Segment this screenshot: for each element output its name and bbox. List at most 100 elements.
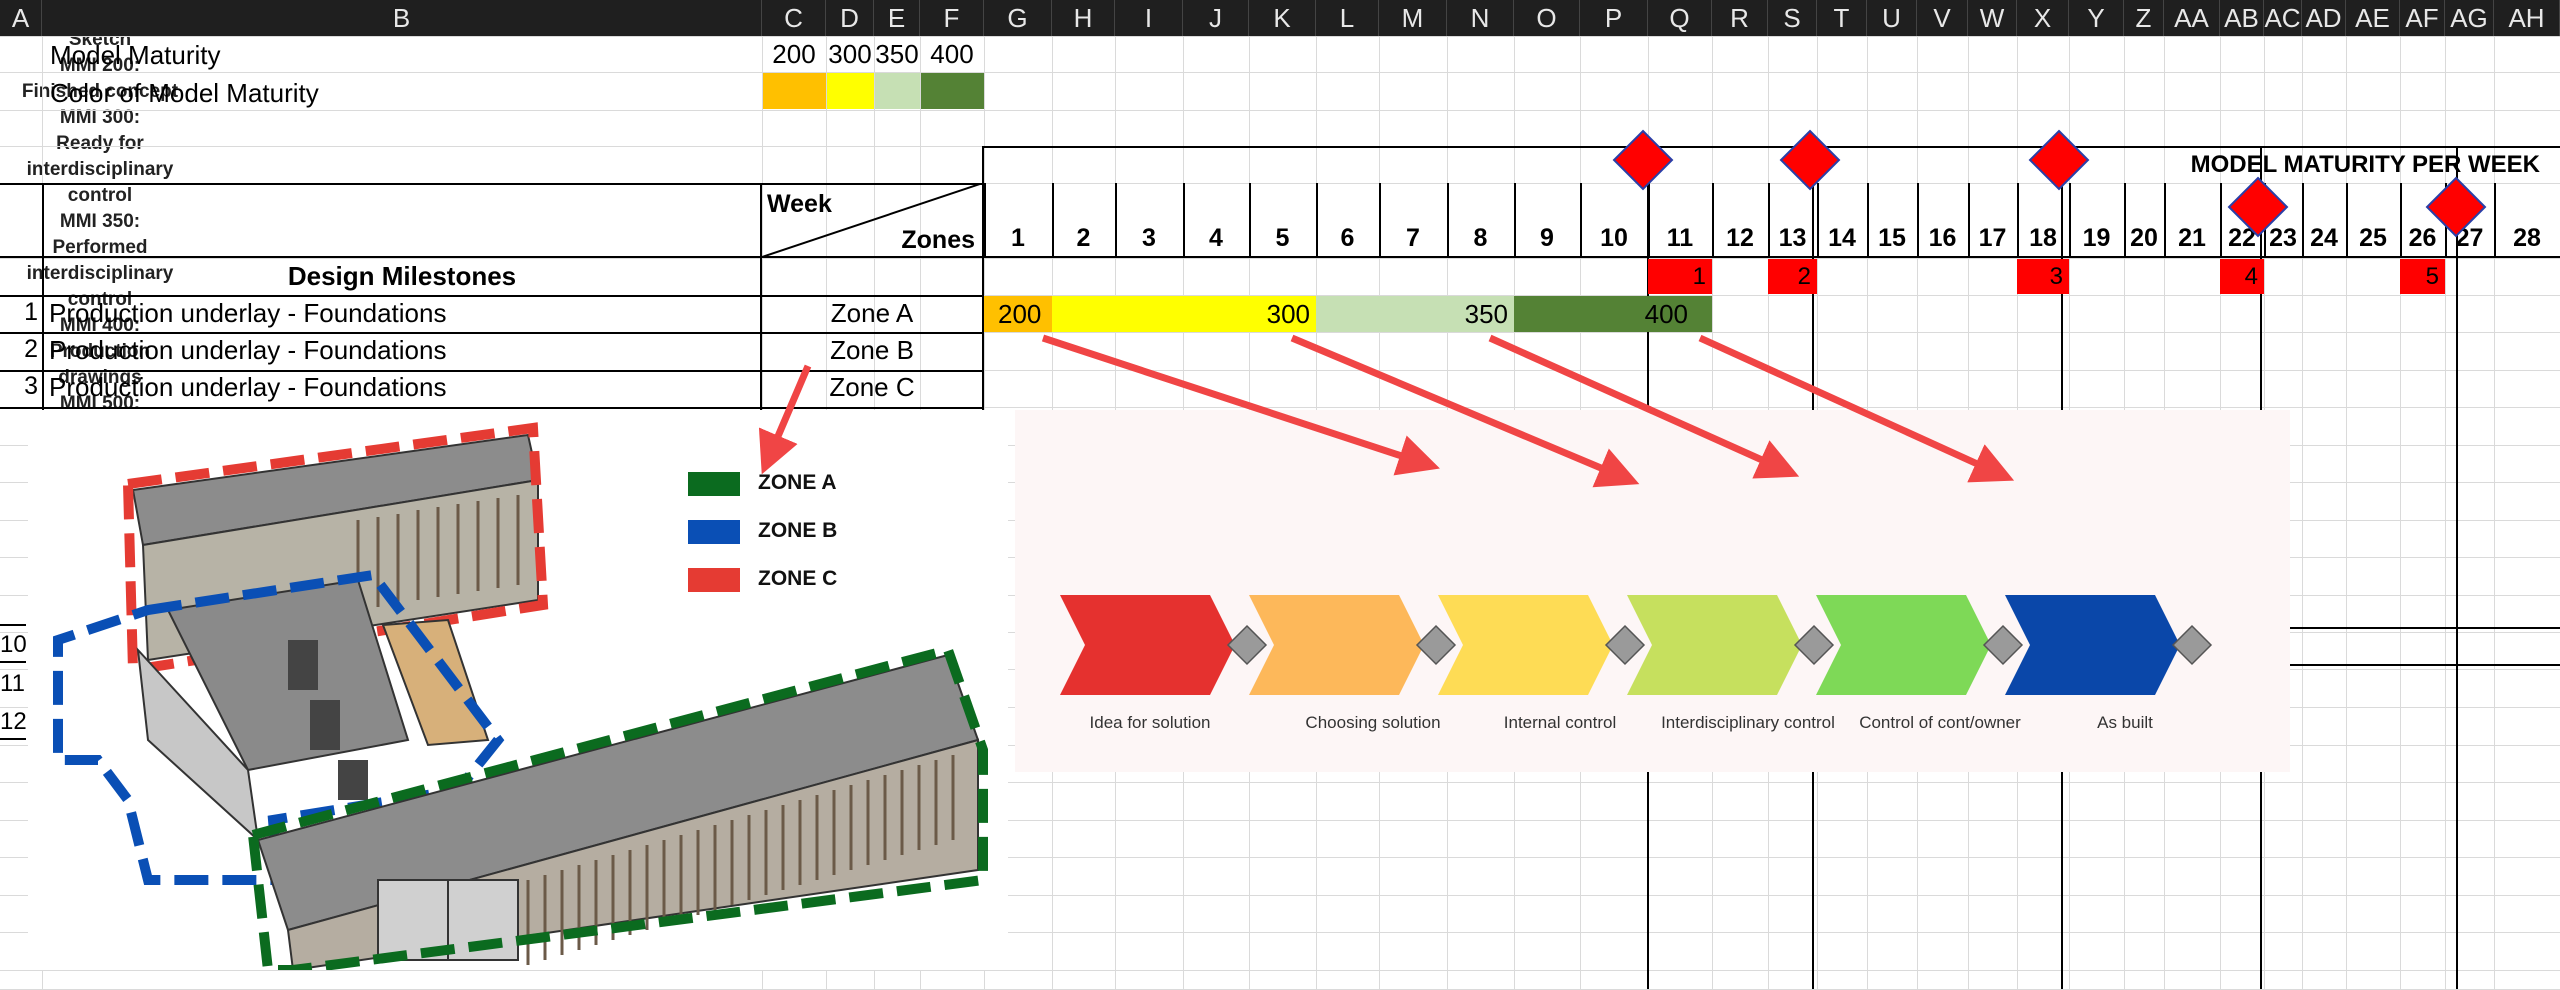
week-number[interactable]: 15 [1878, 224, 1906, 252]
column-header-ac[interactable]: AC [2264, 0, 2302, 36]
column-header-v[interactable]: V [1917, 0, 1968, 36]
week-number[interactable]: 2 [1076, 224, 1091, 252]
column-header-l[interactable]: L [1316, 0, 1379, 36]
maturity-color-swatch[interactable] [763, 73, 826, 109]
column-header-r[interactable]: R [1712, 0, 1768, 36]
column-header-n[interactable]: N [1447, 0, 1514, 36]
milestone-marker[interactable]: 1 [1648, 259, 1712, 294]
week-number[interactable]: 25 [2359, 224, 2387, 252]
column-header-y[interactable]: Y [2069, 0, 2124, 36]
column-header-i[interactable]: I [1115, 0, 1183, 36]
week-number[interactable]: 6 [1340, 224, 1355, 252]
column-header-p[interactable]: P [1580, 0, 1648, 36]
week-number[interactable]: 17 [1978, 224, 2007, 252]
mmi-process-chevrons [1060, 595, 2213, 695]
column-header-j[interactable]: J [1183, 0, 1249, 36]
column-header-o[interactable]: O [1514, 0, 1580, 36]
row-gridline [0, 782, 2560, 783]
column-header-ae[interactable]: AE [2346, 0, 2400, 36]
week-number[interactable]: 10 [1600, 224, 1628, 252]
maturity-color-swatch[interactable] [875, 73, 920, 109]
week-number[interactable]: 28 [2513, 224, 2541, 252]
milestone-diamond[interactable] [1611, 128, 1675, 192]
maturity-bar-segment[interactable]: 300 [1052, 296, 1316, 332]
maturity-value-cell[interactable]: 400 [930, 39, 974, 69]
week-column-border [2069, 183, 2071, 257]
maturity-value-cell[interactable]: 200 [772, 39, 816, 69]
week-number[interactable]: 11 [1666, 224, 1694, 252]
column-header-x[interactable]: X [2017, 0, 2069, 36]
week-number[interactable]: 12 [1726, 224, 1754, 252]
zone-name[interactable]: Zone C [829, 372, 915, 402]
legend-label: ZONE B [758, 519, 838, 542]
column-header-s[interactable]: S [1768, 0, 1817, 36]
column-header-m[interactable]: M [1379, 0, 1447, 36]
column-header-ah[interactable]: AH [2494, 0, 2560, 36]
week-number[interactable]: 9 [1540, 224, 1554, 252]
mmi-stage-title: MMI 200: [59, 55, 141, 76]
column-header-ab[interactable]: AB [2220, 0, 2264, 36]
milestone-marker[interactable]: 3 [2017, 259, 2069, 294]
column-header-aa[interactable]: AA [2164, 0, 2220, 36]
maturity-value-cell[interactable]: 350 [875, 39, 919, 69]
row-number: 10 [0, 633, 27, 658]
column-gridline [2302, 36, 2303, 989]
week-number[interactable]: 5 [1275, 224, 1290, 252]
maturity-color-swatch[interactable] [921, 73, 984, 109]
zone-name[interactable]: Zone A [830, 298, 914, 328]
week-number[interactable]: 16 [1928, 224, 1957, 252]
week-number[interactable]: 24 [2310, 224, 2338, 252]
milestone-marker[interactable]: 5 [2400, 259, 2445, 294]
column-header-g[interactable]: G [984, 0, 1052, 36]
column-header-ag[interactable]: AG [2445, 0, 2494, 36]
column-header-d[interactable]: D [826, 0, 874, 36]
column-header-u[interactable]: U [1867, 0, 1917, 36]
week-number[interactable]: 21 [2178, 224, 2206, 252]
week-number[interactable]: 8 [1473, 224, 1488, 252]
week-number[interactable]: 1 [1011, 224, 1025, 252]
maturity-bar-segment[interactable]: 200 [984, 296, 1052, 332]
week-number[interactable]: 14 [1828, 224, 1856, 252]
maturity-value-cell[interactable]: 300 [828, 39, 872, 69]
maturity-color-swatch[interactable] [827, 73, 874, 109]
week-number[interactable]: 20 [2130, 224, 2158, 252]
milestone-diamond[interactable] [2027, 128, 2091, 192]
task-name[interactable]: Production underlay - Foundations [49, 298, 447, 328]
week-number[interactable]: 4 [1209, 224, 1223, 252]
week-number[interactable]: 19 [2082, 224, 2111, 252]
column-header-z[interactable]: Z [2124, 0, 2164, 36]
milestone-marker[interactable]: 2 [1768, 259, 1817, 294]
week-number[interactable]: 7 [1406, 224, 1420, 252]
task-name[interactable]: Production underlay - Foundations [49, 335, 447, 365]
maturity-bar-segment[interactable]: 350 [1316, 296, 1514, 332]
column-header-ad[interactable]: AD [2302, 0, 2346, 36]
task-name[interactable]: Production underlay - Foundations [49, 372, 447, 402]
column-header-b[interactable]: B [42, 0, 762, 36]
column-header-c[interactable]: C [762, 0, 826, 36]
table-border [0, 256, 984, 258]
milestone-diamond[interactable] [2424, 175, 2488, 239]
milestone-diamond[interactable] [1778, 128, 1842, 192]
column-header-h[interactable]: H [1052, 0, 1115, 36]
diagonal-header-line [762, 183, 983, 257]
column-header-e[interactable]: E [874, 0, 920, 36]
column-header-w[interactable]: W [1968, 0, 2017, 36]
milestone-line [2456, 146, 2458, 989]
column-header-a[interactable]: A [0, 0, 42, 36]
milestone-diamond[interactable] [2226, 175, 2290, 239]
column-header-af[interactable]: AF [2400, 0, 2445, 36]
column-header-q[interactable]: Q [1648, 0, 1712, 36]
zone-name[interactable]: Zone B [830, 335, 914, 365]
week-number[interactable]: 13 [1778, 224, 1807, 252]
milestone-marker[interactable]: 4 [2220, 259, 2264, 294]
column-header-t[interactable]: T [1817, 0, 1867, 36]
week-number[interactable]: 3 [1142, 224, 1156, 252]
column-header-k[interactable]: K [1249, 0, 1316, 36]
column-gridline [2494, 36, 2495, 989]
column-header-f[interactable]: F [920, 0, 984, 36]
week-number[interactable]: 23 [2269, 224, 2297, 252]
week-number[interactable]: 26 [2408, 224, 2437, 252]
week-number[interactable]: 18 [2029, 224, 2057, 252]
maturity-bar-segment[interactable]: 400 [1514, 296, 1712, 332]
